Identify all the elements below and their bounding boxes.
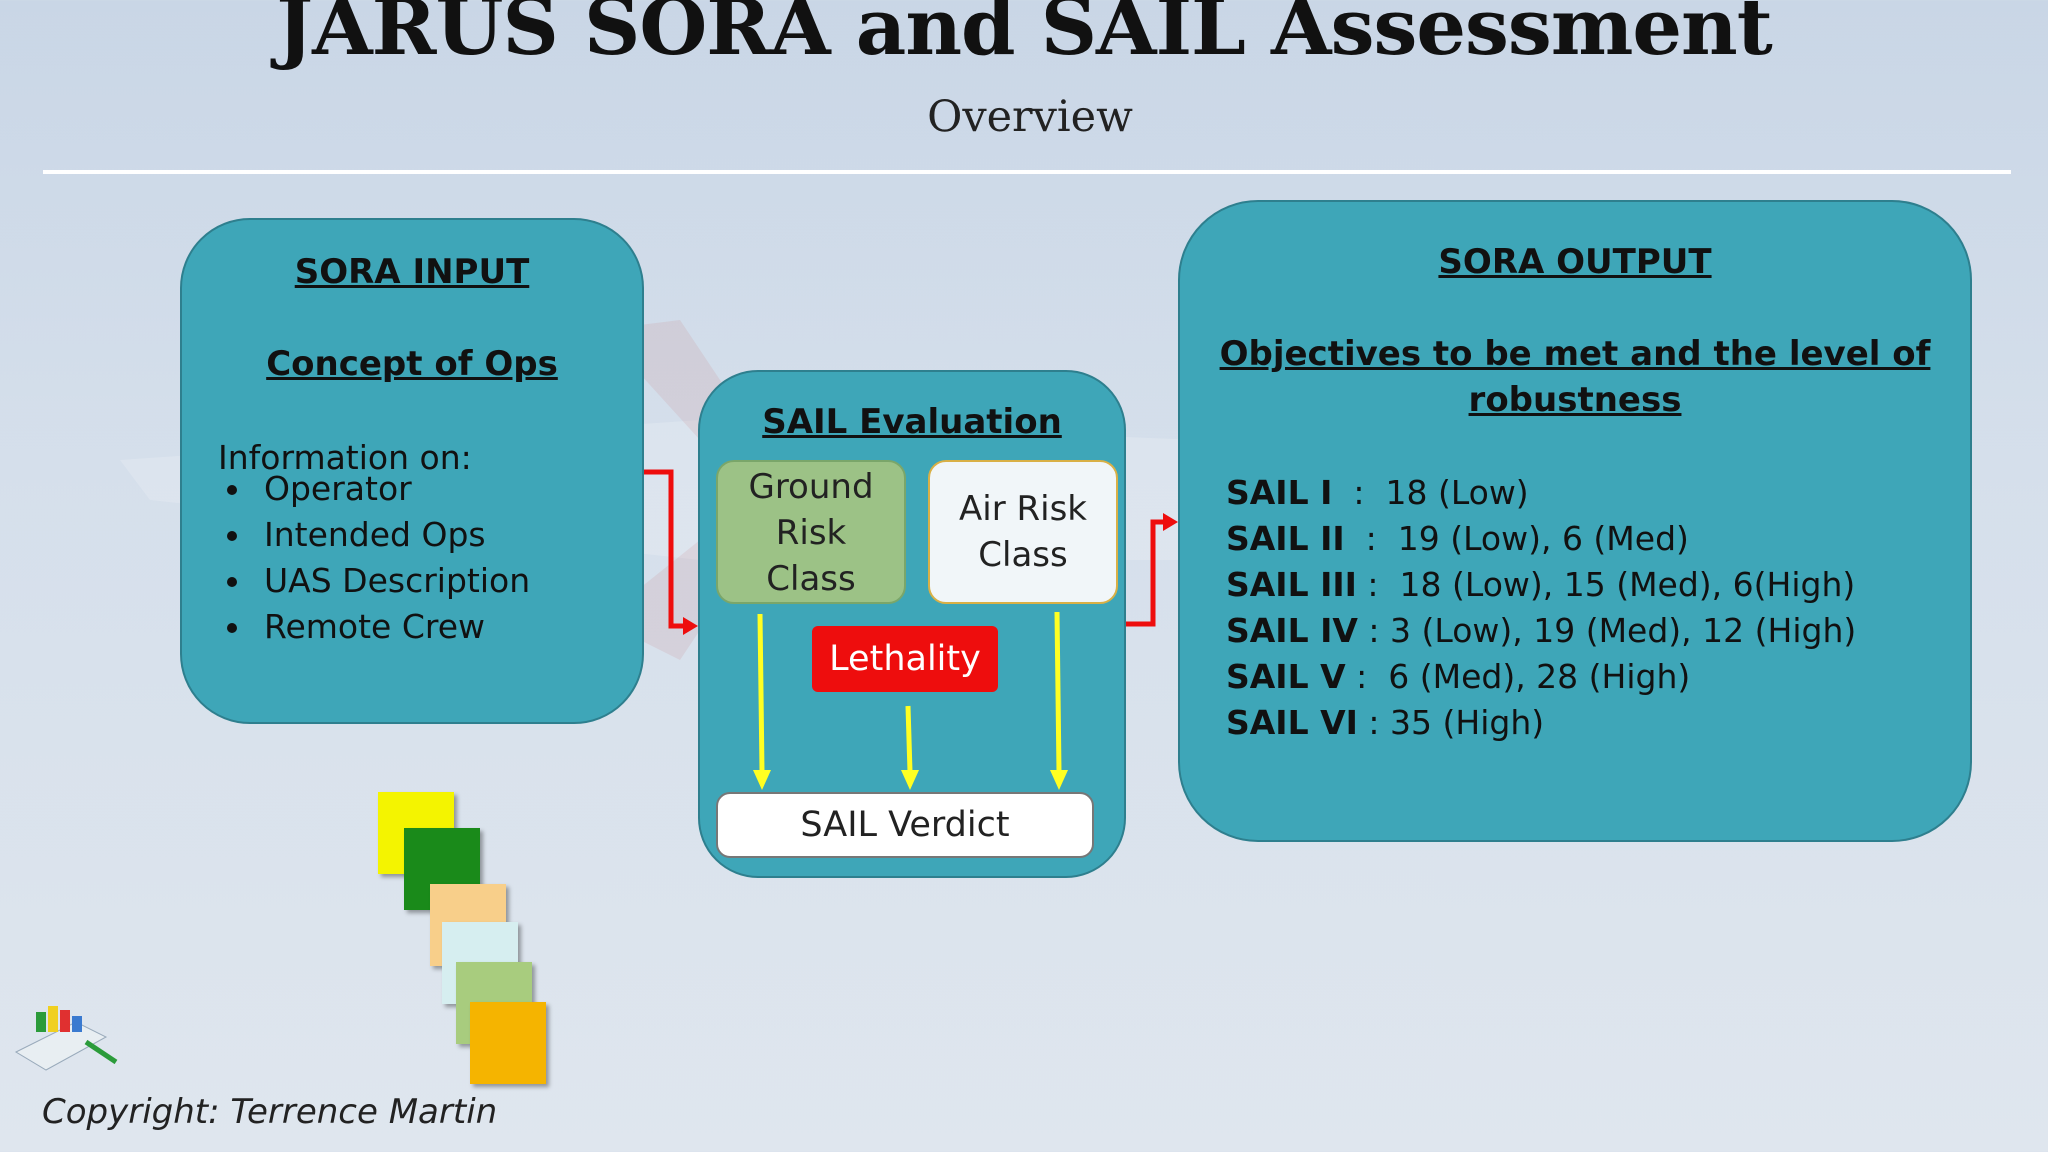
sail-value: 18 (Low) bbox=[1385, 473, 1529, 512]
sail-value: 3 (Low), 19 (Med), 12 (High) bbox=[1390, 611, 1857, 650]
information-intro: Information on: bbox=[218, 438, 472, 477]
ground-risk-line: Class bbox=[766, 559, 856, 599]
title-divider bbox=[43, 170, 2011, 174]
page-title: JARUS SORA and SAIL Assessment bbox=[276, 0, 1773, 73]
list-item: UAS Description bbox=[254, 558, 530, 604]
sail-separator: : bbox=[1332, 473, 1386, 512]
sail-row: SAIL IV : 3 (Low), 19 (Med), 12 (High) bbox=[1226, 608, 1856, 654]
sail-label: SAIL III bbox=[1226, 565, 1357, 604]
air-risk-line: Air Risk bbox=[959, 489, 1087, 529]
sora-output-heading: SORA OUTPUT bbox=[1438, 242, 1712, 282]
sail-value: 19 (Low), 6 (Med) bbox=[1397, 519, 1689, 558]
concept-of-ops-heading: Concept of Ops bbox=[266, 344, 558, 384]
sail-separator: : bbox=[1356, 565, 1400, 604]
copyright-text: Copyright: Terrence Martin bbox=[42, 1092, 498, 1132]
sail-list: SAIL I : 18 (Low) SAIL II : 19 (Low), 6 … bbox=[1226, 470, 1856, 746]
sora-input-panel: SORA INPUT Concept of Ops Information on… bbox=[180, 218, 644, 724]
sail-row: SAIL III : 18 (Low), 15 (Med), 6(High) bbox=[1226, 562, 1856, 608]
list-item: Intended Ops bbox=[254, 512, 530, 558]
sora-output-panel: SORA OUTPUT Objectives to be met and the… bbox=[1178, 200, 1972, 842]
sail-separator: : bbox=[1357, 703, 1391, 742]
sail-row: SAIL II : 19 (Low), 6 (Med) bbox=[1226, 516, 1856, 562]
air-risk-class-box: Air Risk Class bbox=[928, 460, 1118, 604]
sail-evaluation-heading: SAIL Evaluation bbox=[762, 402, 1062, 442]
sail-row: SAIL I : 18 (Low) bbox=[1226, 470, 1856, 516]
ground-risk-line: Ground bbox=[748, 467, 874, 507]
input-list: Operator Intended Ops UAS Description Re… bbox=[218, 466, 530, 650]
sail-label: SAIL V bbox=[1226, 657, 1346, 696]
chart-thumbnail-illustration bbox=[14, 1006, 118, 1071]
sail-separator: : bbox=[1344, 519, 1398, 558]
sail-value: 18 (Low), 15 (Med), 6(High) bbox=[1399, 565, 1856, 604]
air-risk-line: Class bbox=[978, 535, 1068, 575]
document-icon bbox=[470, 1002, 546, 1084]
sail-separator: : bbox=[1345, 657, 1389, 696]
sail-row: SAIL VI : 35 (High) bbox=[1226, 700, 1856, 746]
sail-value: 35 (High) bbox=[1390, 703, 1545, 742]
sail-row: SAIL V : 6 (Med), 28 (High) bbox=[1226, 654, 1856, 700]
ground-risk-line: Risk bbox=[775, 513, 847, 553]
objectives-heading-line2: robustness bbox=[1468, 380, 1682, 420]
page-subtitle: Overview bbox=[927, 92, 1133, 142]
objectives-heading-line1: Objectives to be met and the level of bbox=[1219, 334, 1931, 374]
list-item: Operator bbox=[254, 466, 530, 512]
lethality-box: Lethality bbox=[812, 626, 998, 692]
sail-verdict-box: SAIL Verdict bbox=[716, 792, 1094, 858]
ground-risk-class-box: Ground Risk Class bbox=[716, 460, 906, 604]
sail-label: SAIL II bbox=[1226, 519, 1345, 558]
sail-value: 6 (Med), 28 (High) bbox=[1388, 657, 1691, 696]
sora-input-heading: SORA INPUT bbox=[294, 252, 530, 292]
list-item: Remote Crew bbox=[254, 604, 530, 650]
sail-separator: : bbox=[1357, 611, 1391, 650]
sail-label: SAIL IV bbox=[1226, 611, 1358, 650]
sail-label: SAIL I bbox=[1226, 473, 1333, 512]
sail-label: SAIL VI bbox=[1226, 703, 1358, 742]
